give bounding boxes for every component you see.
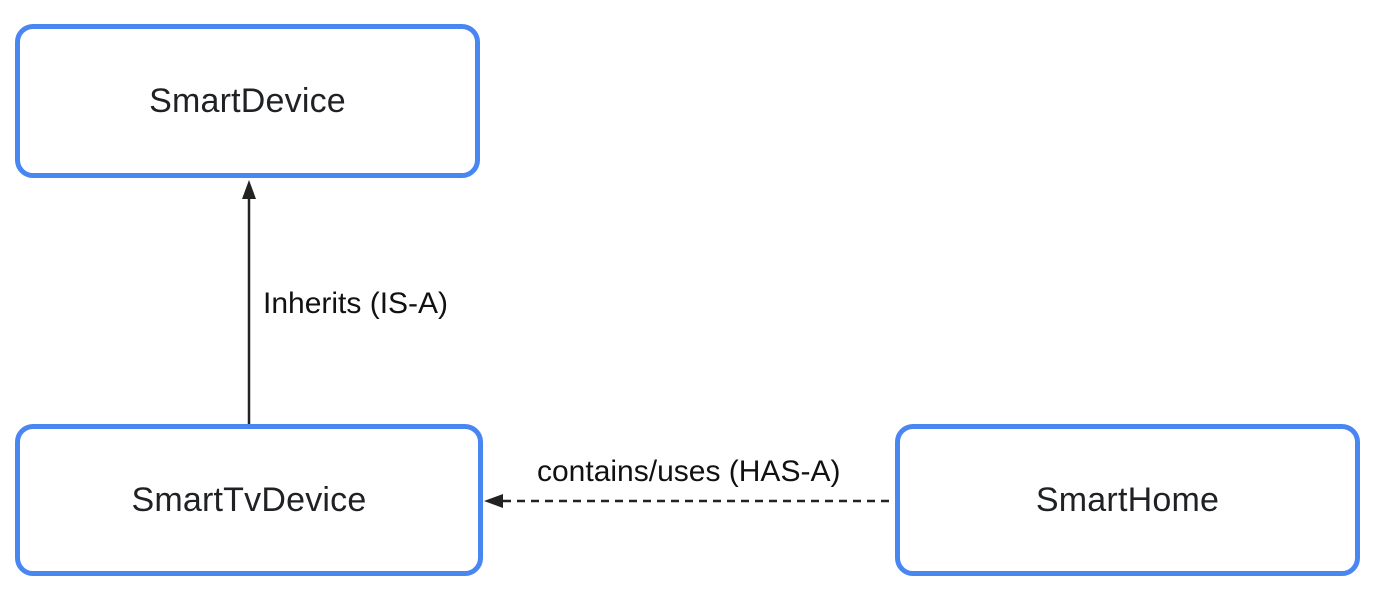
inheritance-edge-label: Inherits (IS-A) — [263, 287, 449, 320]
class-node-label: SmartHome — [1035, 480, 1220, 519]
class-node-smarttvdevice: SmartTvDevice — [15, 424, 483, 576]
inheritance-arrowhead-icon — [242, 180, 256, 199]
has-a-edge-label: contains/uses (HAS-A) — [537, 455, 841, 488]
class-node-smartdevice: SmartDevice — [15, 24, 480, 178]
class-node-label: SmartTvDevice — [131, 480, 367, 519]
class-node-label: SmartDevice — [149, 81, 346, 120]
has-a-arrowhead-icon — [484, 494, 503, 508]
class-node-smarthome: SmartHome — [895, 424, 1360, 576]
